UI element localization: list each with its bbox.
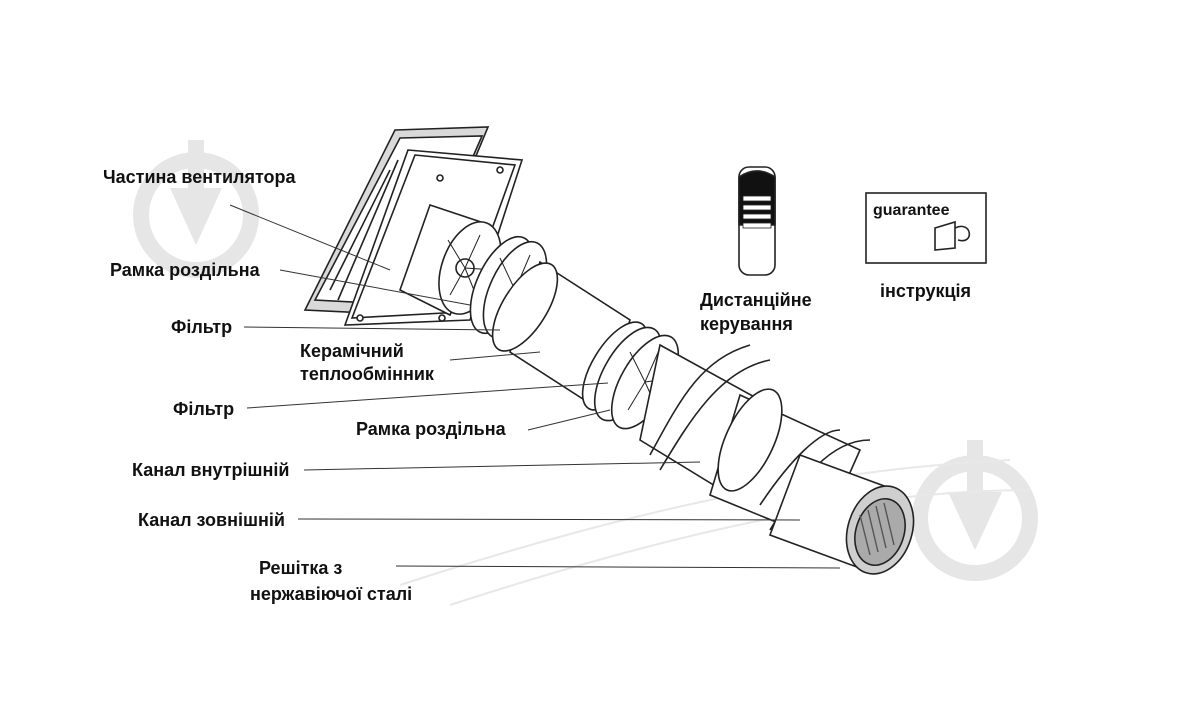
watermark-pin-icon [133, 140, 259, 278]
label-grille-line2: нержавіючої сталі [250, 584, 413, 604]
remote-control-icon [738, 166, 776, 276]
label-remote-line2: керування [700, 314, 793, 334]
label-ceramic-line1: Керамічний [300, 341, 404, 361]
label-manual: інструкція [880, 281, 972, 301]
label-guarantee: guarantee [873, 202, 950, 219]
label-separating-frame-1: Рамка роздільна [110, 260, 260, 280]
label-remote-line1: Дистанційне [700, 290, 812, 310]
watermark-arrow-icon-2 [948, 492, 1002, 550]
label-separating-frame-2: Рамка роздільна [356, 419, 506, 439]
label-grille-line1: Решітка з [259, 558, 343, 578]
label-filter-2: Фільтр [173, 399, 235, 419]
label-fan-part-line1: Частина вентилятора [103, 167, 296, 187]
watermark-arrow-icon [170, 188, 222, 245]
label-outer-channel: Канал зовнішній [138, 510, 285, 530]
leader-lines [229, 204, 841, 569]
guarantee-card-icon [865, 192, 987, 264]
label-filter-1: Фільтр [171, 317, 233, 337]
label-ceramic-line2: теплообмінник [300, 364, 434, 384]
stainless-grille [845, 485, 915, 575]
label-inner-channel: Канал внутрішній [132, 460, 290, 480]
